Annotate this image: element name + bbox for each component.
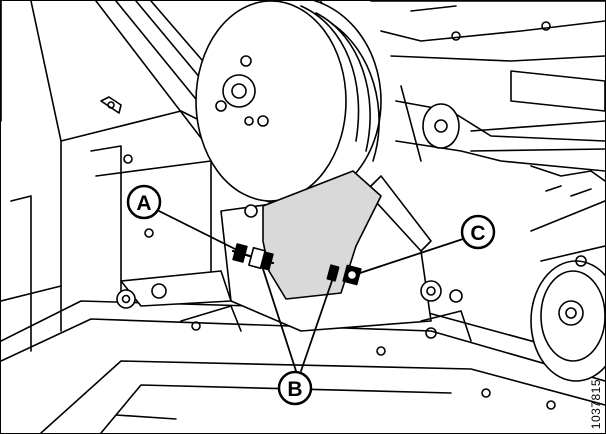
pulley (195, 1, 382, 206)
right-pulley (530, 165, 605, 382)
callout-a-label: A (136, 192, 151, 215)
callout-a: A (126, 184, 162, 220)
adjuster-bolt-c (326, 264, 362, 286)
part-number: 1037815 (589, 378, 603, 429)
callout-b-label: B (287, 378, 302, 401)
leader-lines (158, 210, 464, 372)
callout-c: C (460, 214, 496, 250)
shaft-housing (370, 1, 605, 172)
adjuster-bolt-a (231, 243, 275, 271)
callout-c-label: C (470, 222, 485, 245)
callout-b: B (277, 370, 313, 406)
bracket-bolt-head (244, 204, 258, 218)
